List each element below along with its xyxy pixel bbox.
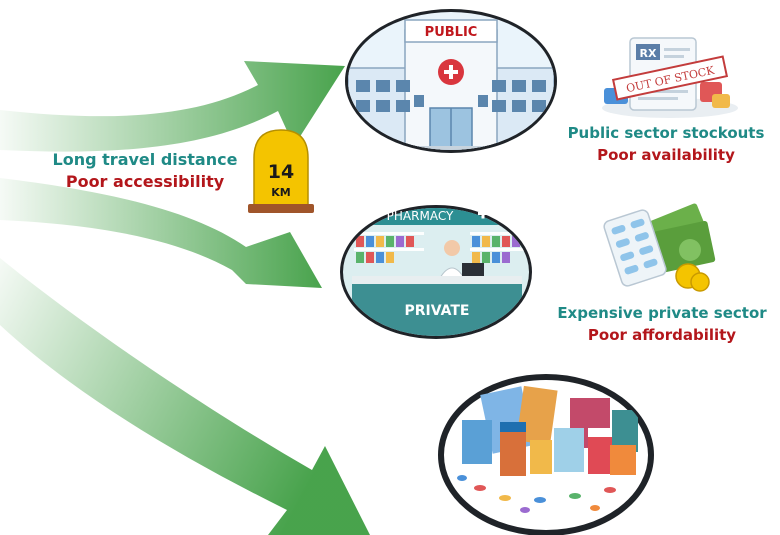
barrier-stockouts: Public sector stockouts Poor availabilit… xyxy=(556,122,776,166)
prescription-header: RX xyxy=(640,47,657,60)
barrier-travel-title: Long travel distance xyxy=(52,150,238,169)
medicine-pile-icon xyxy=(438,374,654,535)
prescription-clipboard-icon xyxy=(602,37,738,118)
barrier-travel: Long travel distance Poor accessibility xyxy=(40,149,250,193)
barrier-private-title: Expensive private sector xyxy=(557,304,767,322)
pharmacy-shop-icon xyxy=(340,205,532,339)
arrow-to-informal xyxy=(0,258,370,535)
pharmacy-counter-label: PRIVATE xyxy=(405,303,470,319)
barrier-travel-subtitle: Poor accessibility xyxy=(65,172,225,191)
pharmacy-cross-icon xyxy=(478,208,488,219)
arrow-to-public xyxy=(0,61,345,152)
money-pills-icon xyxy=(603,203,716,292)
milestone-unit: KM xyxy=(271,186,290,199)
barrier-private-subtitle: Poor affordability xyxy=(587,326,737,344)
milestone-number: 14 xyxy=(268,161,294,183)
barrier-private: Expensive private sector Poor affordabil… xyxy=(546,302,778,346)
arrow-to-private xyxy=(0,178,322,288)
barrier-stockouts-subtitle: Poor availability xyxy=(597,146,735,164)
hospital-building-icon xyxy=(345,9,557,153)
hospital-sign: PUBLIC xyxy=(425,25,478,40)
barrier-stockouts-title: Public sector stockouts xyxy=(567,124,765,142)
milestone-icon xyxy=(248,129,314,213)
pharmacy-sign: PHARMACY xyxy=(387,209,454,223)
